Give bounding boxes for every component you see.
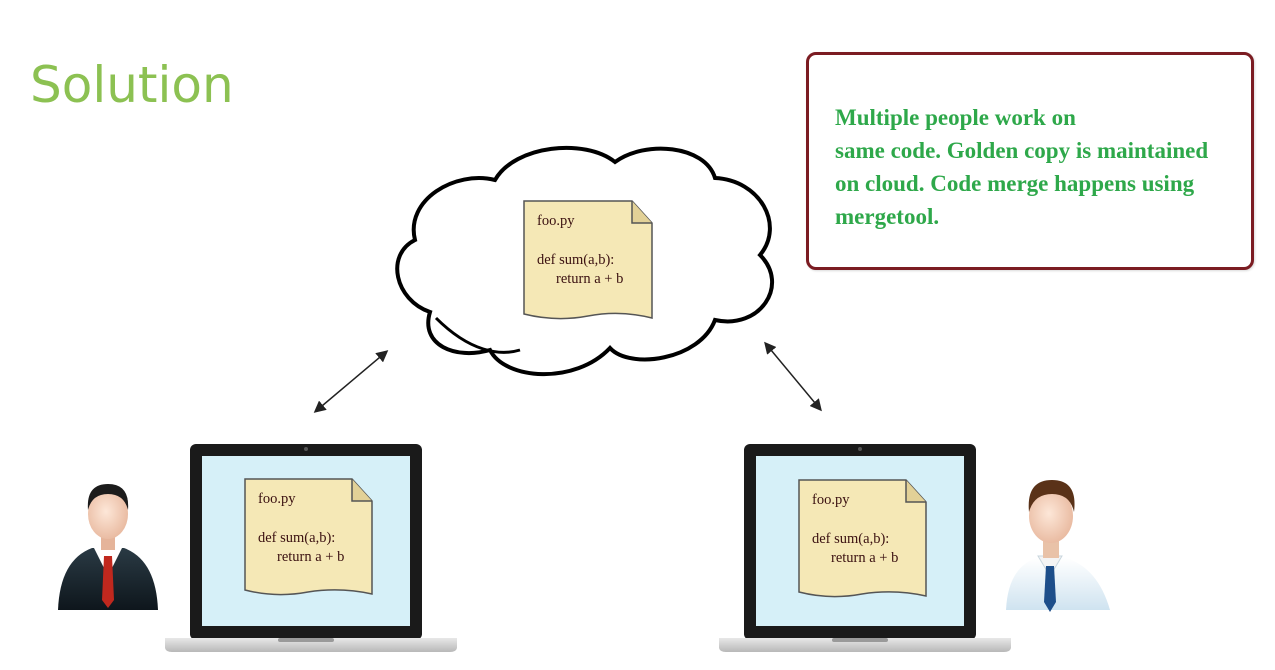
double-arrow-icon (313, 350, 389, 413)
document-icon (798, 479, 927, 598)
code-line: return a + b (277, 549, 345, 565)
code-line: return a + b (556, 271, 624, 287)
filename-label: foo.py (812, 492, 850, 508)
code-line: def sum(a,b): (537, 252, 615, 268)
slide-title: Solution (30, 56, 234, 114)
code-line: def sum(a,b): (812, 531, 890, 547)
callout-box: Multiple people work on same code. Golde… (806, 52, 1254, 270)
callout-line: same code. Golden copy is maintained (835, 138, 1209, 163)
filename-label: foo.py (537, 213, 575, 229)
person-icon (1006, 480, 1110, 612)
callout-line: on cloud. Code merge happens using (835, 171, 1195, 196)
left-laptop-file-content: foo.py def sum(a,b): return a + b (258, 490, 344, 567)
callout-text: Multiple people work on same code. Golde… (835, 101, 1245, 233)
cloud-file-content: foo.py def sum(a,b): return a + b (537, 212, 623, 289)
code-line: return a + b (831, 550, 899, 566)
document-icon (523, 200, 653, 320)
right-laptop-file-content: foo.py def sum(a,b): return a + b (812, 491, 898, 568)
document-icon (244, 478, 373, 596)
callout-line: mergetool. (835, 204, 940, 229)
double-arrow-icon (764, 341, 822, 412)
code-line: def sum(a,b): (258, 530, 336, 546)
filename-label: foo.py (258, 491, 296, 507)
person-icon (58, 484, 158, 610)
callout-line: Multiple people work on (835, 105, 1076, 130)
